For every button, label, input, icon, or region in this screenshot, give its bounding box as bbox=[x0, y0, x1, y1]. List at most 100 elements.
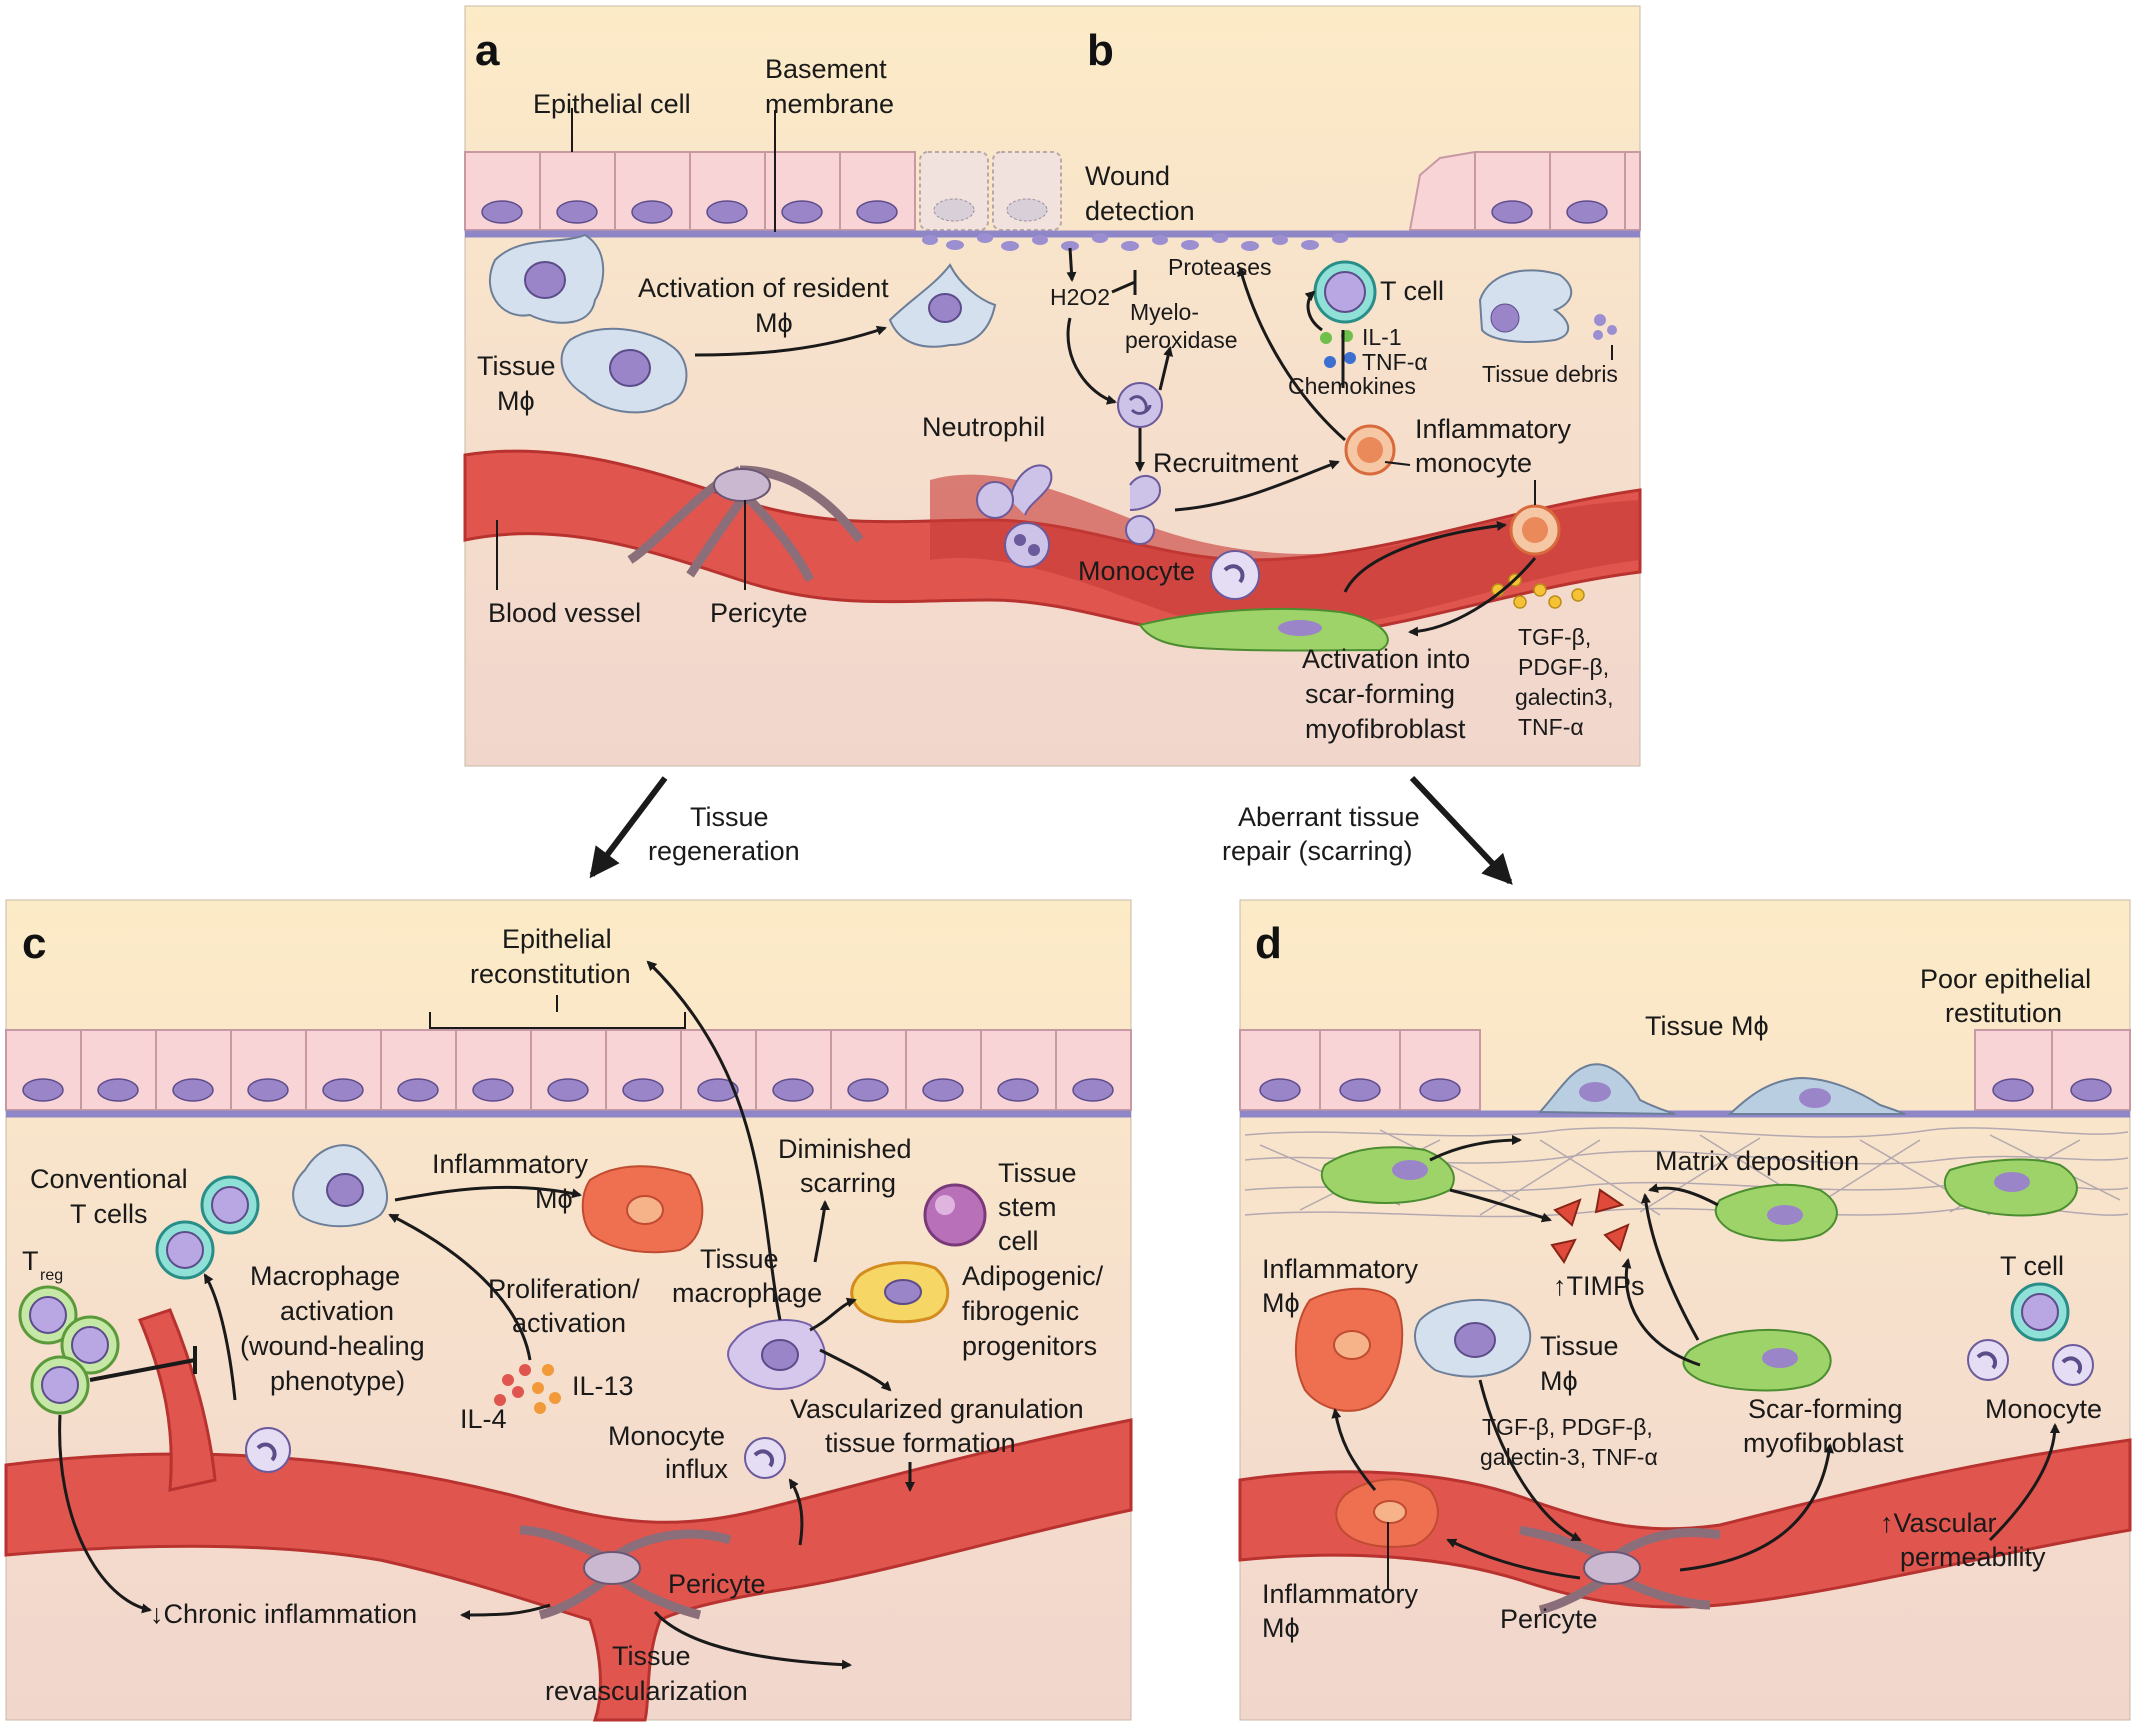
tissue-macrophage-c bbox=[727, 1319, 826, 1391]
inflammatory-monocyte-label-2: monocyte bbox=[1415, 448, 1532, 478]
panel-b-label: b bbox=[1087, 26, 1114, 75]
pericyte-a-label: Pericyte bbox=[710, 598, 808, 628]
tissue-stem-cell bbox=[923, 1183, 987, 1247]
h2o2-label: H2O2 bbox=[1050, 284, 1110, 310]
scar-myofibroblast-label-2: myofibroblast bbox=[1743, 1428, 1904, 1458]
vascularized-label-2: tissue formation bbox=[825, 1428, 1016, 1458]
basement-membrane-label-1: Basement bbox=[765, 54, 887, 84]
interleukin-dots bbox=[494, 1364, 561, 1414]
scar-forming-myofibroblast bbox=[1682, 1329, 1832, 1392]
inflammatory-mphi-d-label-1: Inflammatory bbox=[1262, 1254, 1419, 1284]
aberrant-repair-label-2: repair (scarring) bbox=[1222, 836, 1413, 866]
pericyte-c bbox=[519, 1525, 732, 1620]
monocyte-vessel bbox=[1210, 550, 1260, 600]
recruitment-label: Recruitment bbox=[1153, 448, 1299, 478]
tissue-macrophage-c-label-2: macrophage bbox=[672, 1278, 822, 1308]
wound-detection-label-2: detection bbox=[1085, 196, 1195, 226]
panel-a-label: a bbox=[475, 26, 500, 75]
epithelial-reconstitution-label-2: reconstitution bbox=[470, 959, 631, 989]
matrix-deposition-label: Matrix deposition bbox=[1655, 1146, 1859, 1176]
progenitor-cell bbox=[850, 1261, 950, 1324]
tissue-debris-label: Tissue debris bbox=[1482, 361, 1618, 387]
monocytes-d bbox=[1967, 1339, 2094, 1386]
revascularization-label-2: revascularization bbox=[545, 1676, 748, 1706]
monocyte-b-label: Monocyte bbox=[1078, 556, 1195, 586]
macrophage-activation-label-2: activation bbox=[280, 1296, 394, 1326]
neutrophil-migrating bbox=[1125, 475, 1162, 545]
chronic-inflammation-label: ↓Chronic inflammation bbox=[150, 1599, 417, 1629]
vessel-sprout-c bbox=[137, 1308, 217, 1492]
proteases-label: Proteases bbox=[1168, 254, 1272, 280]
tissue-regeneration-label-2: regeneration bbox=[648, 836, 800, 866]
blood-vessel-d bbox=[1238, 1438, 2132, 1609]
tissue-mphi-label-1: Tissue bbox=[477, 351, 556, 381]
tissue-macrophage-d bbox=[1414, 1299, 1532, 1378]
conventional-t-label-1: Conventional bbox=[30, 1164, 188, 1194]
stem-cell-label-3: cell bbox=[998, 1226, 1039, 1256]
myofibroblast-d-2 bbox=[1714, 1183, 1838, 1242]
wound-detection-label-1: Wound bbox=[1085, 161, 1170, 191]
myeloperoxidase-label-2: peroxidase bbox=[1125, 327, 1238, 353]
pericyte-d bbox=[1519, 1525, 1721, 1615]
neutrophil-label: Neutrophil bbox=[922, 412, 1045, 442]
poor-restitution-label-1: Poor epithelial bbox=[1920, 964, 2091, 994]
inflammatory-macrophage-d bbox=[1294, 1287, 1404, 1412]
inflammatory-mphi-c-label-2: Mϕ bbox=[535, 1184, 573, 1214]
poor-restitution-label-2: restitution bbox=[1945, 998, 2062, 1028]
myofibroblast-d-1 bbox=[1320, 1146, 1455, 1204]
diminished-scarring-label-1: Diminished bbox=[778, 1134, 912, 1164]
inflammatory-monocyte-vessel bbox=[1509, 504, 1561, 556]
myofibroblast-ab bbox=[1138, 607, 1389, 652]
aberrant-repair-label-1: Aberrant tissue bbox=[1238, 802, 1420, 832]
conventional-t-label-2: T cells bbox=[70, 1199, 148, 1229]
vessel-monocyte-c bbox=[245, 1427, 291, 1473]
epithelial-cell-label: Epithelial cell bbox=[533, 89, 691, 119]
vascular-permeability-label-2: permeability bbox=[1900, 1542, 2046, 1572]
inflammatory-monocyte-tissue bbox=[1344, 424, 1396, 476]
epithelial-nuclei-d bbox=[1259, 1078, 2112, 1102]
panel-d-label: d bbox=[1255, 919, 1282, 968]
treg-subscript: reg bbox=[40, 1267, 63, 1284]
stem-cell-label-1: Tissue bbox=[998, 1158, 1077, 1188]
inflammatory-mphi-bottom-label-2: Mϕ bbox=[1262, 1613, 1300, 1643]
activation-resident-label-2: Mϕ bbox=[755, 308, 793, 338]
proliferation-label-2: activation bbox=[512, 1308, 626, 1338]
epithelium-ab bbox=[464, 151, 1641, 251]
vascularized-label-1: Vascularized granulation bbox=[790, 1394, 1084, 1424]
tissue-macrophage-b bbox=[560, 327, 688, 414]
myeloperoxidase-label-1: Myelo- bbox=[1130, 299, 1199, 325]
t-cell-d-label: T cell bbox=[2000, 1251, 2064, 1281]
reconstitution-bracket bbox=[429, 995, 686, 1029]
adipogenic-label-2: fibrogenic bbox=[962, 1296, 1079, 1326]
il1-label: IL-1 bbox=[1362, 324, 1402, 350]
activation-myofibroblast-label-2: scar-forming bbox=[1305, 679, 1455, 709]
basement-membrane-label-2: membrane bbox=[765, 89, 894, 119]
epithelial-nuclei bbox=[481, 200, 1608, 224]
tissue-macrophage-c-label-1: Tissue bbox=[700, 1244, 779, 1274]
inflammatory-macrophage-c bbox=[581, 1165, 704, 1254]
chemokines-label: Chemokines bbox=[1288, 373, 1416, 399]
scar-myofibroblast-label-1: Scar-forming bbox=[1748, 1394, 1903, 1424]
monocyte-d-label: Monocyte bbox=[1985, 1394, 2102, 1424]
panel-c: c Epithelial reconstitution Conventional… bbox=[4, 899, 1133, 1722]
tissue-macrophage-a bbox=[489, 233, 605, 324]
inflammatory-mphi-d-label-2: Mϕ bbox=[1262, 1288, 1300, 1318]
inflammatory-monocyte-label-1: Inflammatory bbox=[1415, 414, 1572, 444]
factors-d-label-2: galectin-3, TNF-α bbox=[1480, 1444, 1658, 1470]
pericyte-a bbox=[627, 465, 864, 583]
stem-cell-label-2: stem bbox=[998, 1192, 1057, 1222]
factors-ab-3: galectin3, bbox=[1515, 684, 1613, 710]
tissue-mphi-label-2: Mϕ bbox=[497, 386, 535, 416]
macrophage-activation-label-4: phenotype) bbox=[270, 1366, 405, 1396]
monocyte-influx-label-1: Monocyte bbox=[608, 1421, 725, 1451]
factors-ab-2: PDGF-β, bbox=[1518, 654, 1609, 680]
neutrophil-tissue bbox=[1117, 382, 1163, 428]
activation-myofibroblast-label-3: myofibroblast bbox=[1305, 714, 1466, 744]
tissue-macrophage-surface-1 bbox=[1537, 1063, 1676, 1115]
tissue-macrophage-surface-2 bbox=[1727, 1076, 1906, 1115]
macrophage-activation-label-1: Macrophage bbox=[250, 1261, 400, 1291]
tnfa-label: TNF-α bbox=[1362, 349, 1428, 375]
t-cell-d bbox=[2010, 1282, 2070, 1342]
panel-ab: a b Epithelial cell Basement membrane Ac… bbox=[463, 5, 1642, 767]
factors-ab-4: TNF-α bbox=[1518, 714, 1584, 740]
